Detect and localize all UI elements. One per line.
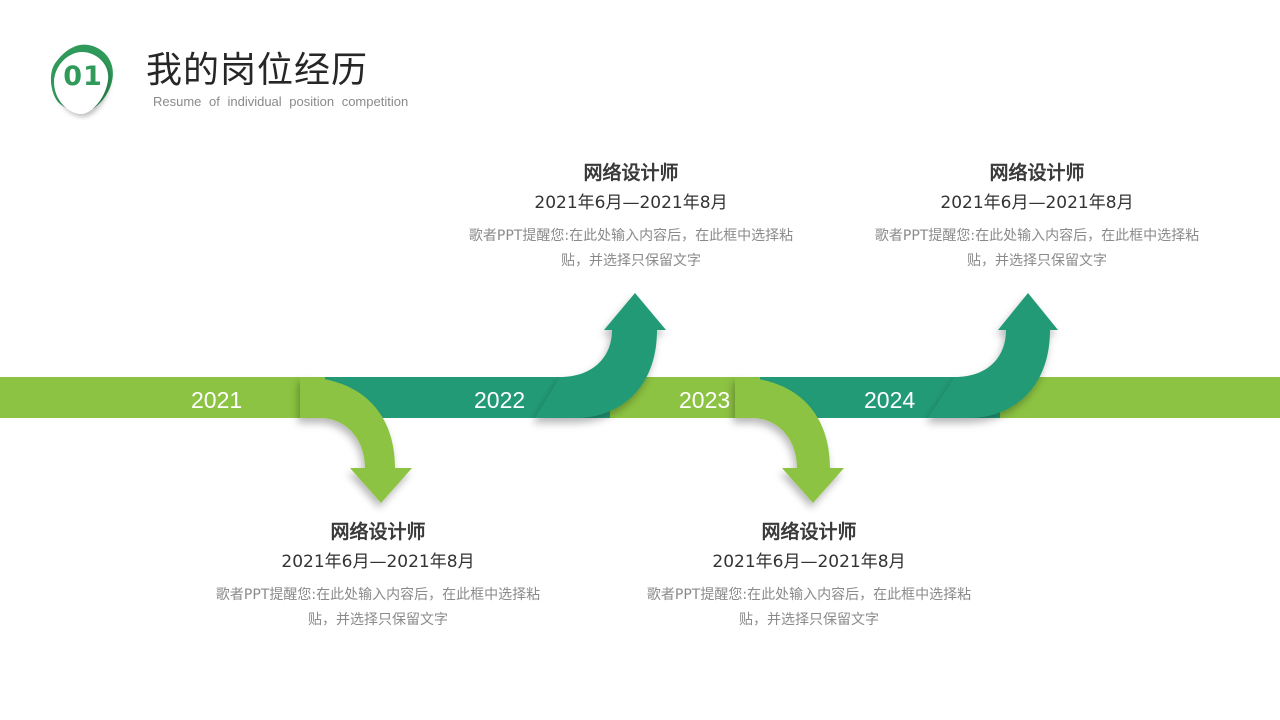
entry-description: 歌者PPT提醒您:在此处输入内容后，在此框中选择粘贴，并选择只保留文字 [646, 587, 972, 628]
entry-role: 网络设计师 [583, 162, 679, 184]
arrow-down-2023 [735, 377, 844, 503]
timeline-band-segment-5 [1000, 377, 1280, 418]
entry-date: 2021年6月—2021年8月 [712, 552, 906, 572]
year-label-2024: 2024 [864, 387, 916, 413]
entry-description: 歌者PPT提醒您:在此处输入内容后，在此框中选择粘贴，并选择只保留文字 [215, 587, 541, 628]
entry-date: 2021年6月—2021年8月 [534, 193, 728, 213]
entry-role: 网络设计师 [761, 521, 857, 543]
entry-date: 2021年6月—2021年8月 [940, 193, 1134, 213]
arrow-down-2021 [300, 377, 412, 503]
arrow-up-2022 [535, 293, 666, 418]
entry-description: 歌者PPT提醒您:在此处输入内容后，在此框中选择粘贴，并选择只保留文字 [874, 228, 1200, 269]
arrow-up-2024 [928, 293, 1058, 418]
timeline-entry-2024: 网络设计师 2021年6月—2021年8月 歌者PPT提醒您:在此处输入内容后，… [862, 160, 1212, 274]
entry-date: 2021年6月—2021年8月 [281, 552, 475, 572]
page-title: 我的岗位经历 [146, 50, 369, 91]
entry-role: 网络设计师 [989, 162, 1085, 184]
entry-role: 网络设计师 [330, 521, 426, 543]
year-label-2022: 2022 [474, 387, 526, 413]
year-label-2021: 2021 [191, 387, 243, 413]
year-label-2023: 2023 [679, 387, 731, 413]
leaf-badge-icon [50, 44, 113, 114]
timeline-entry-2023: 网络设计师 2021年6月—2021年8月 歌者PPT提醒您:在此处输入内容后，… [634, 519, 984, 633]
section-badge: 01 [46, 42, 120, 120]
page-subtitle: Resume of individual position competitio… [153, 94, 409, 109]
timeline-band-segment-1 [0, 377, 325, 418]
section-number: 01 [63, 61, 103, 92]
timeline-entry-2022: 网络设计师 2021年6月—2021年8月 歌者PPT提醒您:在此处输入内容后，… [456, 160, 806, 274]
page-header: 01 我的岗位经历 Resume of individual position … [0, 0, 1280, 130]
timeline-entry-2021: 网络设计师 2021年6月—2021年8月 歌者PPT提醒您:在此处输入内容后，… [203, 519, 553, 633]
entry-description: 歌者PPT提醒您:在此处输入内容后，在此框中选择粘贴，并选择只保留文字 [468, 228, 794, 269]
